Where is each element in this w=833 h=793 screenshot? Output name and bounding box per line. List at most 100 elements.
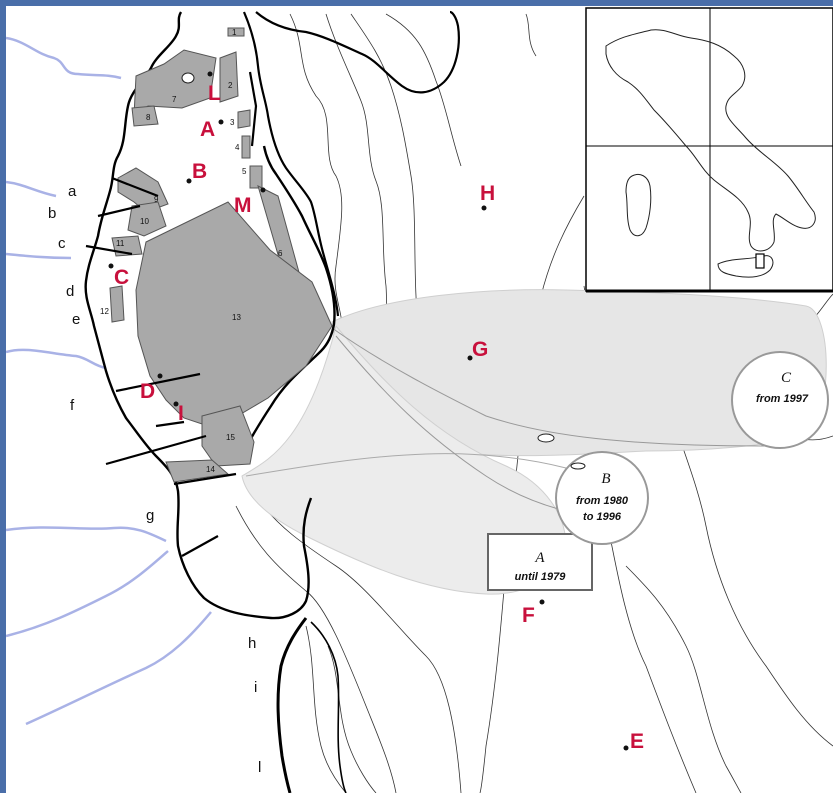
site-label-d: D (140, 380, 155, 403)
coast-letter-h: h (248, 635, 256, 652)
zone-number-1: 1 (232, 28, 237, 37)
zone-number-15: 15 (226, 433, 235, 442)
river-5 (5, 526, 167, 543)
river-layer (5, 36, 212, 726)
contour-5 (525, 13, 537, 57)
zone-number-9: 9 (154, 195, 159, 204)
site-label-c: C (114, 266, 129, 289)
outfall-south (181, 535, 219, 557)
river-3 (5, 252, 72, 260)
zone-shape-12 (109, 285, 125, 323)
stage-a-box (487, 533, 593, 591)
site-dot-g (467, 355, 473, 361)
site-dot-layer (108, 71, 629, 751)
plume-track-3 (335, 335, 567, 512)
zone-shape-10 (127, 201, 167, 237)
zone-shape-3 (237, 109, 251, 129)
sicily-outline (717, 255, 774, 278)
study-area-marker (755, 253, 765, 269)
zone-shape-1 (227, 27, 245, 37)
zone-number-4: 4 (235, 143, 240, 152)
coast-letter-g: g (146, 507, 154, 524)
contour-15 (327, 645, 377, 793)
breakwater (239, 145, 336, 457)
zone-number-11: 11 (116, 239, 125, 248)
site-dot-e (623, 745, 629, 751)
zone-shape-2 (219, 51, 239, 103)
zone-shape-4 (241, 135, 251, 159)
site-label-i: I (178, 402, 184, 425)
coast-letter-layer: a b c d e f g h i l (48, 183, 261, 776)
zone-number-3: 3 (230, 118, 235, 127)
river-2 (5, 180, 57, 198)
site-dot-m (260, 187, 266, 193)
italy-outline (605, 29, 816, 252)
contour-14 (305, 625, 347, 793)
coastline-layer (84, 10, 460, 793)
outfall-f-2 (155, 420, 185, 428)
site-dot-d (157, 373, 163, 379)
stage-c-circle (731, 351, 829, 449)
peninsula-coast (242, 11, 340, 317)
contour-13 (235, 505, 397, 793)
discharge-stage-markers: A until 1979 B from 1980 to 1996 C from … (487, 351, 829, 591)
site-label-layer: L A B M H C G D I F E (114, 82, 644, 753)
river-1 (5, 36, 122, 80)
site-dot-a (218, 119, 224, 125)
outfall-g-1 (105, 434, 207, 466)
plume-layer (241, 289, 827, 595)
contour-12 (255, 495, 462, 793)
contour-1 (289, 13, 343, 337)
zone-layer (109, 27, 333, 483)
outfall-dock (248, 71, 258, 147)
site-label-e: E (630, 730, 644, 753)
river-4 (5, 348, 107, 370)
inset-map (585, 7, 833, 293)
stage-a-period: until 1979 (515, 571, 567, 583)
site-dot-f (539, 599, 545, 605)
zone-number-10: 10 (140, 217, 149, 226)
mainland-coast (84, 11, 313, 620)
plume-area-outer (241, 324, 567, 595)
islet-layer (181, 72, 586, 470)
outfall-g-2 (173, 472, 237, 486)
zone-number-6: 6 (278, 249, 283, 258)
site-label-g: G (472, 338, 488, 361)
map-canvas: A until 1979 B from 1980 to 1996 C from … (5, 6, 833, 793)
islet-2 (570, 462, 586, 470)
river-6 (5, 550, 169, 638)
site-label-f: F (522, 604, 535, 627)
site-label-a: A (200, 118, 215, 141)
zone-shape-5 (249, 165, 263, 189)
site-label-m: M (234, 194, 252, 217)
zone-shape-15 (201, 405, 255, 467)
northern-headland (255, 10, 460, 94)
site-dot-l (207, 71, 213, 77)
stage-b-letter: B (601, 471, 610, 487)
stage-a-letter: A (534, 550, 545, 566)
stage-c-letter: C (781, 370, 792, 386)
site-label-b: B (192, 160, 207, 183)
zone-number-2: 2 (228, 81, 233, 90)
zone-number-5: 5 (242, 167, 247, 176)
coast-letter-c: c (58, 235, 66, 252)
contour-4 (385, 13, 462, 167)
plume-track-1 (331, 327, 767, 447)
southern-inner-coast (310, 621, 347, 793)
map-svg: A until 1979 B from 1980 to 1996 C from … (5, 7, 833, 793)
stage-b-period-line1: from 1980 (576, 495, 629, 507)
zone-shape-7 (133, 49, 217, 118)
zone-number-layer: 1 2 3 4 5 6 7 8 9 10 11 12 13 14 15 (100, 28, 283, 474)
zone-number-13: 13 (232, 313, 241, 322)
zone-shape-8 (131, 105, 159, 127)
contour-11 (625, 565, 742, 793)
site-dot-h (481, 205, 487, 211)
outfall-c (85, 244, 133, 256)
site-dot-b (186, 178, 192, 184)
coast-letter-b: b (48, 205, 56, 222)
zone-shape-14 (165, 459, 230, 483)
zone-number-14: 14 (206, 465, 215, 474)
river-7 (25, 611, 212, 726)
coast-letter-a: a (68, 183, 77, 200)
